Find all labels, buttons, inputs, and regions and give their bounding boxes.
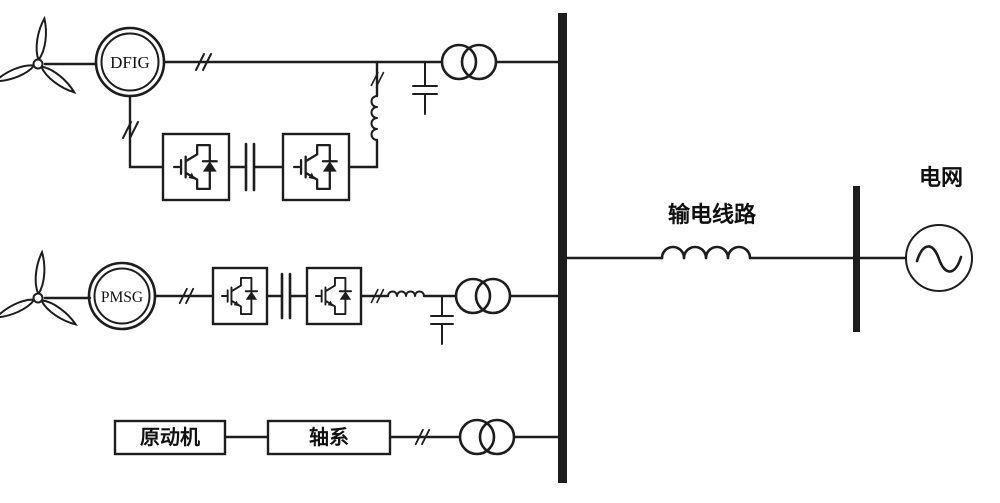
grid-label: 电网	[919, 165, 963, 190]
pmsg-branch: PMSG	[0, 250, 560, 345]
rotor-side-converter-box	[161, 132, 231, 202]
transmission-inductor-icon	[660, 245, 752, 260]
shaft-box	[266, 419, 392, 456]
dfig-label: DFIG	[110, 53, 150, 72]
rotor-wire	[128, 94, 165, 169]
dfig-generator: DFIG	[94, 26, 166, 98]
prime-mover-label: 原动机	[140, 425, 200, 449]
grid-bus	[853, 186, 860, 332]
dc-link-capacitor-icon	[280, 272, 292, 320]
dc-link-capacitor-icon	[244, 142, 256, 192]
shaft-label: 轴系	[309, 425, 349, 449]
main-bus	[558, 13, 567, 483]
grid-source-icon	[905, 224, 973, 292]
wind-turbine-icon	[0, 16, 78, 97]
filter-capacitor-icon	[430, 295, 454, 345]
rotor-inductor-icon	[370, 95, 378, 141]
transformer-icon	[458, 418, 516, 456]
drivetrain-branch: 原动机 轴系	[113, 418, 560, 456]
filter-inductor-icon	[387, 290, 425, 297]
grid-side-converter-box	[281, 132, 351, 202]
transformer-icon	[454, 277, 512, 315]
filter-capacitor-icon	[412, 61, 438, 115]
wind-turbine-icon	[0, 250, 80, 329]
converter-output-wire	[347, 138, 379, 169]
transformer-icon	[440, 43, 498, 81]
transmission-line-label: 输电线路	[668, 202, 757, 227]
pmsg-label: PMSG	[101, 289, 143, 306]
grid-section: 输电线路 电网	[558, 13, 973, 483]
dfig-branch: DFIG	[0, 16, 560, 202]
pmsg-generator: PMSG	[87, 261, 157, 331]
